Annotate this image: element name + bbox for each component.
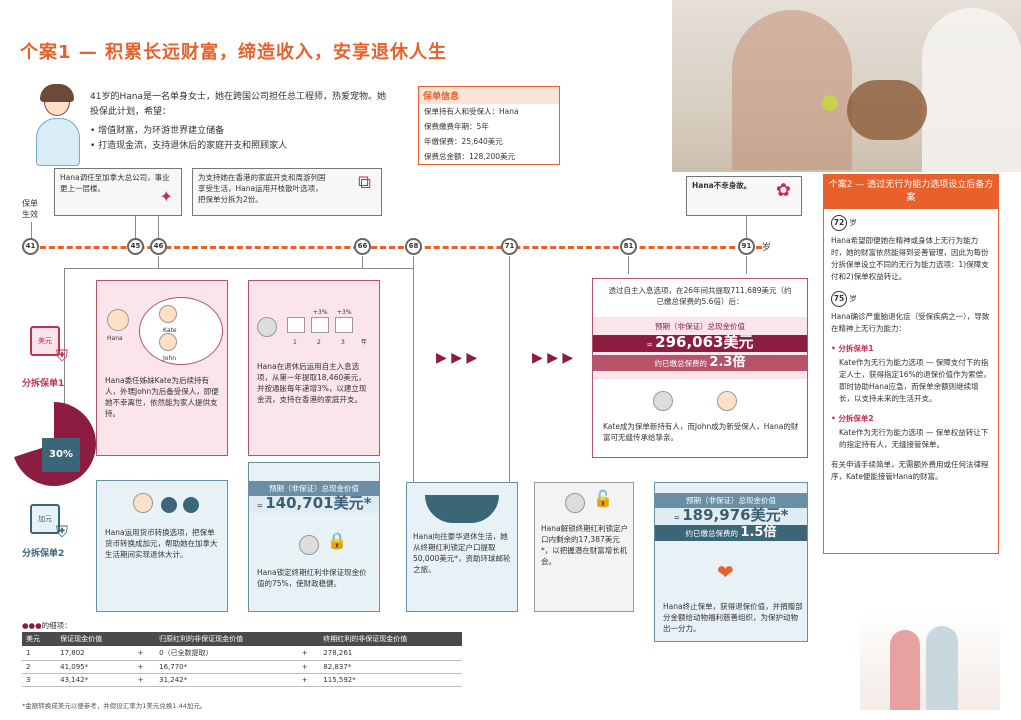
policy-info-box: 保单信息 保单持有人和受保人：Hana 保费缴费年期：5年 年缴保费：25,64… xyxy=(418,86,560,165)
surrender-value: 189,976美元* xyxy=(682,506,789,524)
currency-exchange-icon xyxy=(183,497,199,513)
hana-illustration xyxy=(30,84,86,168)
age-node-41: 41 xyxy=(22,238,39,255)
age-node-46: 46 xyxy=(150,238,167,255)
john-avatar xyxy=(159,333,177,351)
hana-avatar xyxy=(653,391,673,411)
hero-photo xyxy=(672,0,1021,172)
age-node-68: 68 xyxy=(405,238,422,255)
age-node-71: 71 xyxy=(501,238,518,255)
arrow-icon: ▶ ▶ ▶ xyxy=(532,350,574,366)
split-policy-2-label: 分拆保单2 xyxy=(22,549,65,559)
policy-row: 保单持有人和受保人：Hana xyxy=(424,107,519,116)
hana-avatar xyxy=(299,535,319,555)
card-cruise: Hana向往豪华退休生活，她从终期红利锁定户口提取50,000美元*，资助环球邮… xyxy=(406,482,518,612)
note-age-91: Hana不幸身故。 ✿ xyxy=(686,176,802,216)
age-node-66: 66 xyxy=(354,238,371,255)
elderly-illustration xyxy=(860,610,1000,710)
unlock-icon: 🔓 xyxy=(593,489,613,508)
policy-row: 保费缴费年期：5年 xyxy=(424,122,489,131)
split-policy-2-icon: 加元 xyxy=(30,504,60,534)
hana-avatar xyxy=(565,493,585,513)
age-unit: 岁 xyxy=(762,243,772,253)
legacy-value: 296,063美元 xyxy=(655,333,754,351)
age-node-91: 91 xyxy=(738,238,755,255)
note-age-46: 为支持她在香港的家庭开支和周游列国享受生活，Hana运用开枝散叶选项，把保单分拆… xyxy=(192,168,382,216)
age-node-45: 45 xyxy=(127,238,144,255)
hana-avatar xyxy=(133,493,153,513)
calendar-icon xyxy=(311,317,329,333)
calendar-icon xyxy=(287,317,305,333)
pie-30-label: 30% xyxy=(42,438,80,472)
card-currency-switch: Hana运用货币转换选项，把保单货币转换成加元，帮助她在加拿大生活期间实现退休大… xyxy=(96,480,228,612)
intro-bullet: 打造现金流，支持退休后的家庭开支和照顾家人 xyxy=(90,139,390,154)
case2-header: 个案2 — 透过无行为能力选项设立后备方案 xyxy=(824,175,998,209)
kate-avatar xyxy=(717,391,737,411)
split-document-icon: ⧉ xyxy=(358,172,371,193)
card-unlock: 🔓 Hana解锁终期红利锁定户口内剩余的17,387美元*，以把握潜在财富增长机… xyxy=(534,482,634,612)
cruise-ship-icon xyxy=(425,495,499,523)
age-node-81: 81 xyxy=(620,238,637,255)
lock-in-value: 140,701美元* xyxy=(265,494,372,512)
pie-70-label: 70% xyxy=(20,426,44,437)
split-policy-1-label: 分拆保单1 xyxy=(22,379,65,389)
table-caption: ●●●的细项： xyxy=(22,621,72,630)
policy-row: 保费总金额：128,200美元 xyxy=(424,152,516,161)
policy-start-label: 保单生效 xyxy=(22,199,38,219)
arrow-icon: ▶ ▶ ▶ xyxy=(436,350,478,366)
shield-icon: ⛨ xyxy=(56,346,69,365)
card-surrender: 预期（非保证）总现金价值 = 189,976美元* 约已缴总保费的 1.5倍 ❤… xyxy=(654,482,808,642)
intro-text: 41岁的Hana是一名单身女士，她在跨国公司担任总工程师，热爱宠物。她投保此计划… xyxy=(90,90,390,154)
note-age-45: Hana调任至加拿大总公司，事业更上一层楼。 ✦ xyxy=(54,168,182,216)
maple-leaf-icon: ✦ xyxy=(159,187,173,206)
card-flexible-income: +3% +3% 1 2 3 年 Hana在退休后运用自主入息选项，从第一年提取1… xyxy=(248,280,380,456)
wilted-flower-icon: ✿ xyxy=(775,180,791,201)
policy-row: 年缴保费：25,640美元 xyxy=(424,137,503,146)
table-footnote: *金额转换成美元以便参考，并假设汇率为1美元兑换1.44加元。 xyxy=(22,702,207,710)
calendar-icon xyxy=(335,317,353,333)
policy-info-header: 保单信息 xyxy=(419,87,559,104)
currency-exchange-icon xyxy=(161,497,177,513)
timeline-track xyxy=(22,246,762,249)
hana-avatar xyxy=(107,309,129,331)
card-successor-holder: Hana Kate John Hana委任姊妹Kate为后续持有人，外甥John… xyxy=(96,280,228,456)
intro-bullet: 增值财富，为环游世界建立储备 xyxy=(90,124,390,139)
lock-icon: 🔒 xyxy=(327,531,347,550)
split-policy-1-icon: 美元 xyxy=(30,326,60,356)
page-title: 个案1 — 积累长远财富，缔造收入，安享退休人生 xyxy=(20,42,448,63)
card-legacy: 透过自主入息选项，在26年间共提取711,689美元（约已缴总保费的5.6倍）后… xyxy=(592,278,808,458)
card-lock-in: 预期（非保证）总现金价值 = 140,701美元* 🔒 Hana锁定终期红利非保… xyxy=(248,462,380,612)
shield-icon: ⛨ xyxy=(56,522,69,541)
hana-avatar xyxy=(257,317,277,337)
case2-panel: 个案2 — 透过无行为能力选项设立后备方案 72 岁 Hana希望即便她在精神或… xyxy=(823,174,999,554)
kate-avatar xyxy=(159,305,177,323)
heart-hand-icon: ❤ xyxy=(717,560,734,584)
